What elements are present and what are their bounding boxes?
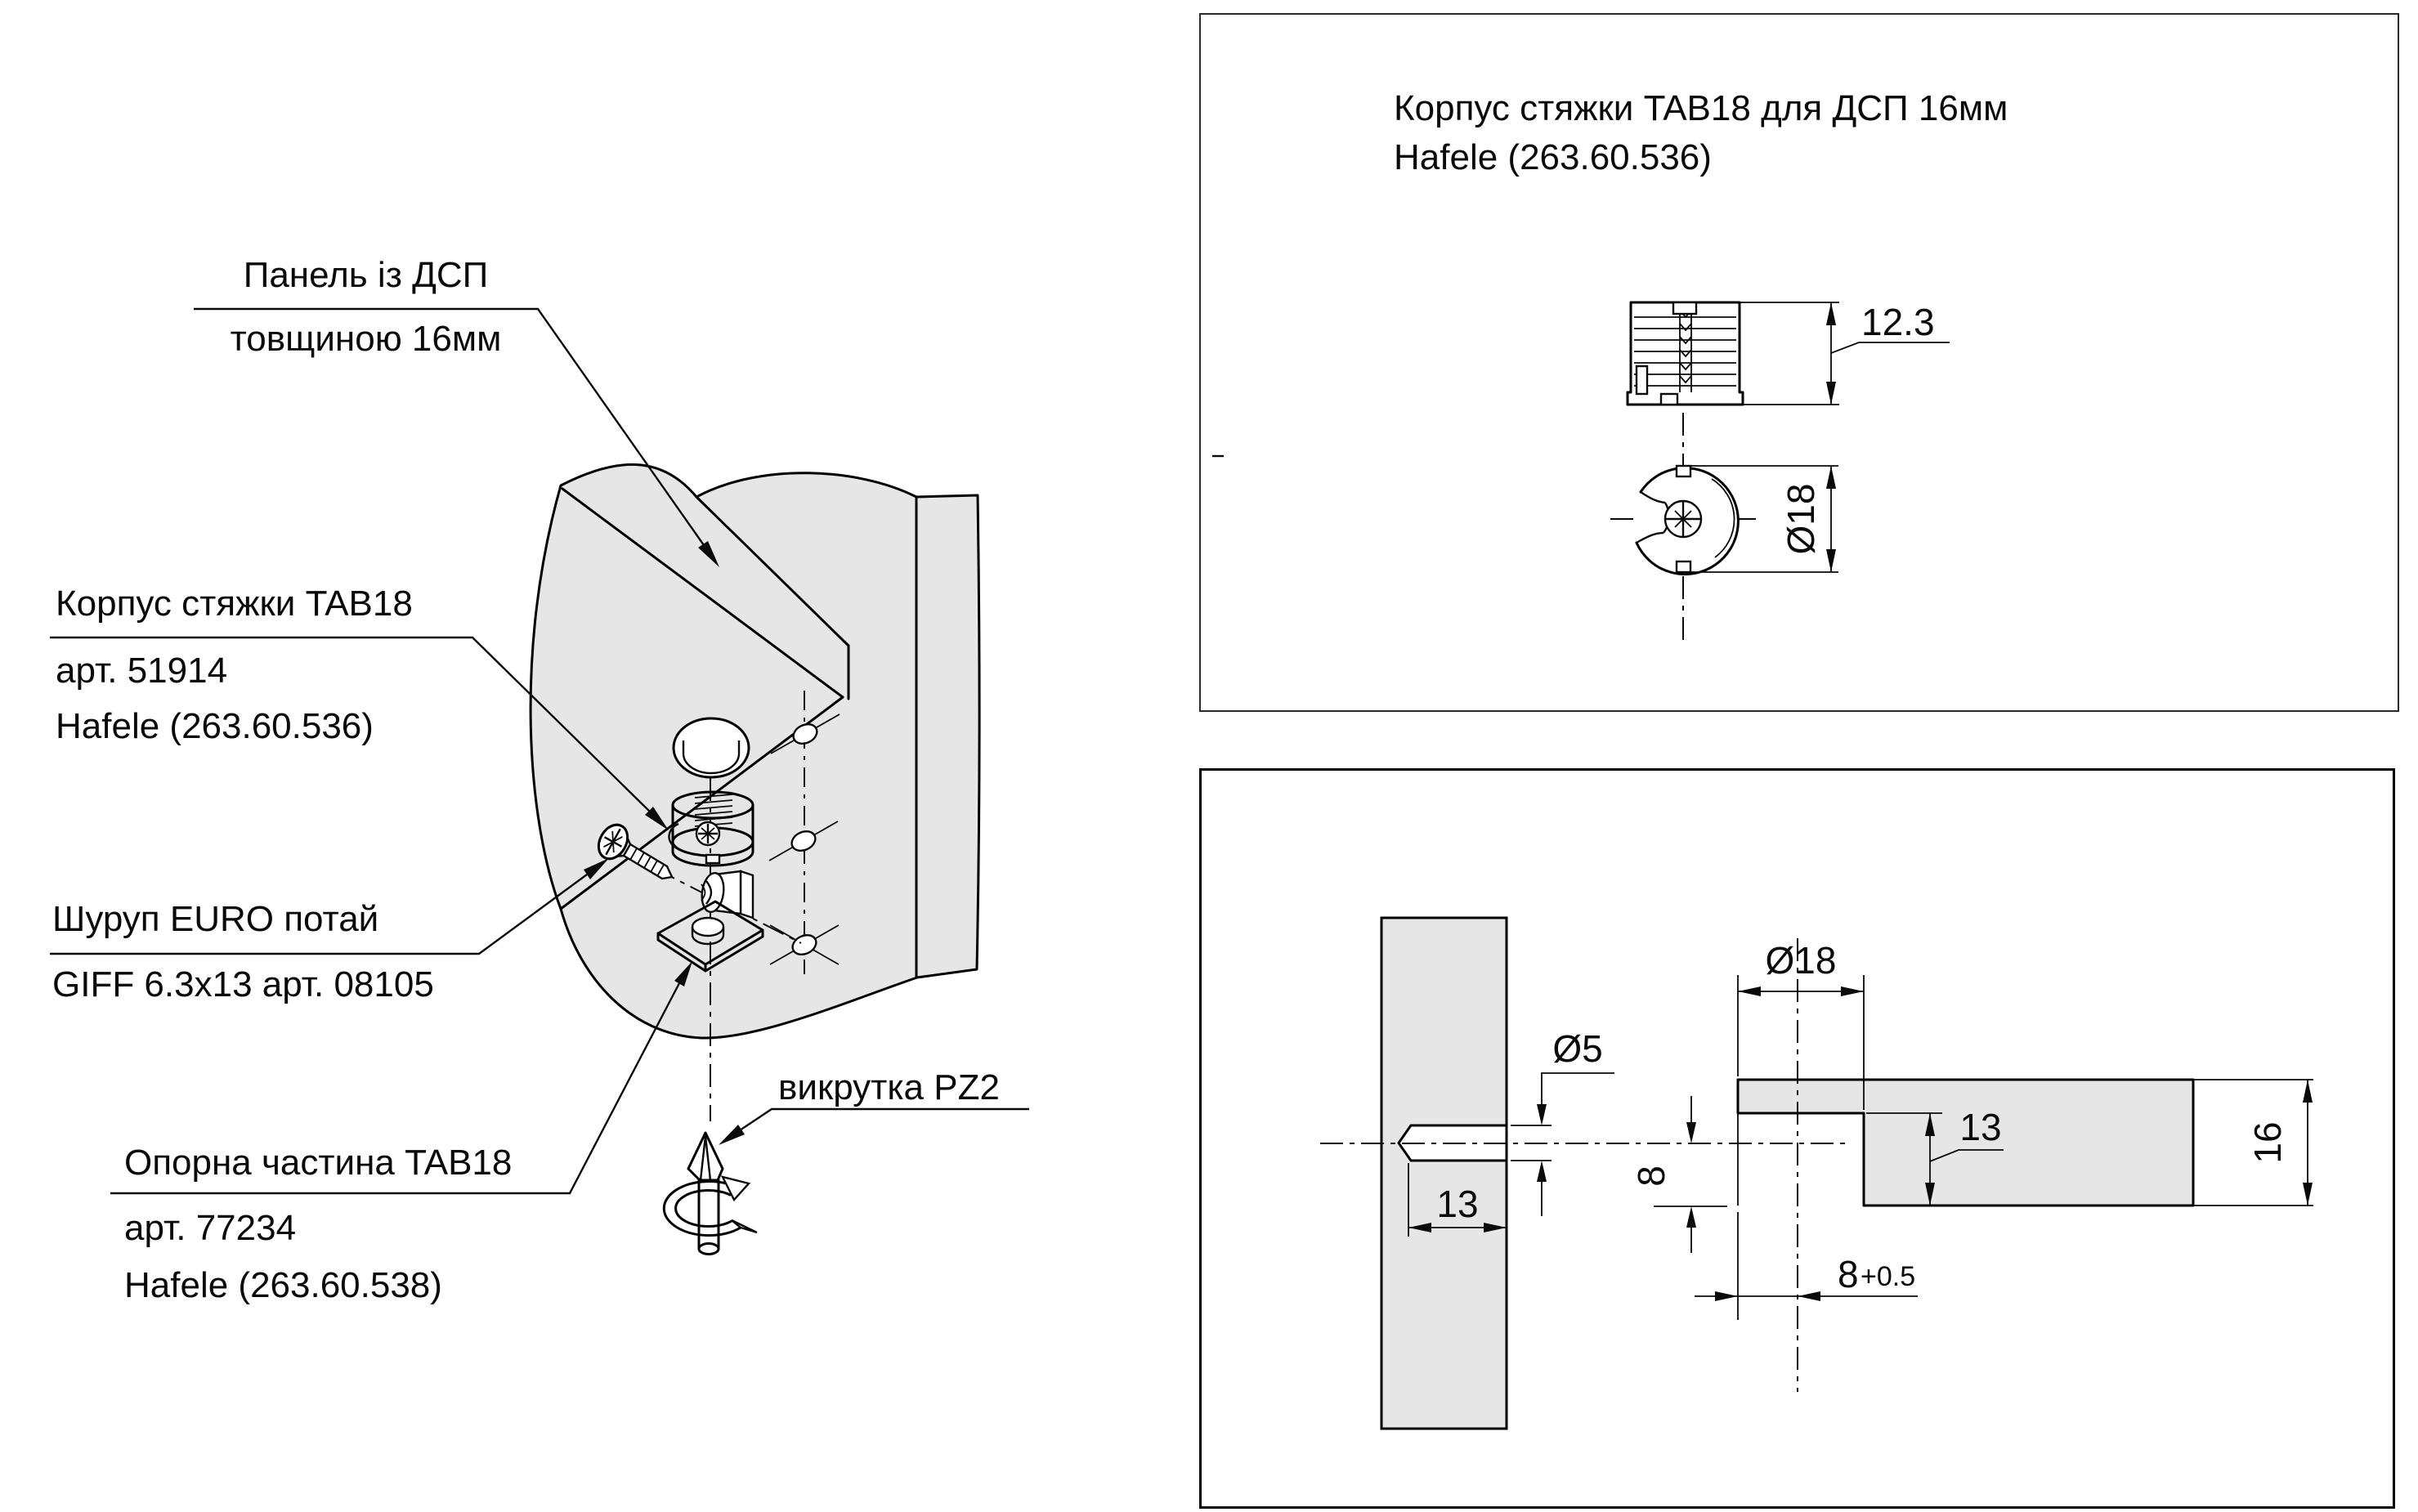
- chipboard-panel-silhouette: [529, 463, 981, 1040]
- screw-head: [597, 823, 629, 861]
- label-leader-lines: [50, 307, 1029, 1195]
- label-screwdriver: викрутка PZ2: [778, 1067, 1000, 1107]
- label-screw-line1: Шуруп EURO потай: [52, 899, 379, 939]
- vertical-panel-section: [1380, 916, 1508, 1430]
- dim-hole-diameter-text: Ø18: [1766, 939, 1837, 982]
- cam-body-detail-box: Корпус стяжки TAB18 для ДСП 16мм Hafele …: [1199, 13, 2399, 712]
- exploded-assembly-drawing: [50, 307, 1029, 1255]
- label-support-line2: арт. 77234: [124, 1208, 297, 1248]
- cam-top-view: [1610, 413, 1759, 642]
- dim-hole-diameter: Ø18: [1737, 939, 1865, 1110]
- euro-screw-part: [597, 823, 674, 880]
- top-box-title-line2: Hafele (263.60.536): [1394, 137, 1712, 177]
- support-plate-part: [656, 900, 764, 973]
- dim-axis-offset: 8: [1630, 1096, 1727, 1253]
- leader-arrowheads: [584, 541, 745, 1145]
- screwdriver-bit: [662, 1131, 758, 1255]
- dim-12-3: 12.3: [1740, 301, 1950, 405]
- dim-pilot-diameter-text: Ø5: [1552, 1027, 1602, 1070]
- dim-height-text: 12.3: [1861, 301, 1935, 343]
- label-panel-line2: товщиною 16мм: [230, 319, 502, 359]
- label-panel-line1: Панель із ДСП: [243, 255, 489, 295]
- label-cam-line3: Hafele (263.60.536): [56, 706, 374, 746]
- dim-panel-thickness-text: 16: [2246, 1121, 2289, 1163]
- label-screw-line2: GIFF 6.3x13 арт. 08105: [52, 964, 434, 1004]
- drilling-drawing: 13 Ø5: [1320, 916, 2313, 1430]
- cam-body-part: [668, 790, 755, 867]
- rotation-arrow: [662, 1175, 758, 1237]
- dim-pilot-depth: 13: [1408, 1163, 1507, 1237]
- pilot-holes: [768, 714, 840, 965]
- label-support-line1: Опорна частина TAB18: [124, 1143, 513, 1183]
- label-support-line3: Hafele (263.60.538): [124, 1265, 442, 1305]
- cam-hook: [668, 822, 679, 850]
- label-cam-line1: Корпус стяжки TAB18: [56, 584, 413, 624]
- dim-diameter-text: Ø18: [1780, 484, 1822, 555]
- top-box-title-line1: Корпус стяжки TAB18 для ДСП 16мм: [1394, 88, 2008, 128]
- dim-panel-thickness: 16: [2193, 1079, 2313, 1206]
- cam-detail-drawing: 12.3: [1212, 301, 1950, 642]
- drilling-dimensions-box: 13 Ø5: [1199, 768, 2395, 1509]
- label-cam-line2: арт. 51914: [56, 651, 228, 691]
- dim-diameter-18: Ø18: [1691, 465, 1838, 573]
- dim-edge-distance: 8 +0.5: [1695, 1212, 1918, 1320]
- dim-edge-distance-text: 8: [1838, 1253, 1859, 1295]
- dim-pilot-diameter: Ø5: [1511, 1027, 1614, 1216]
- dim-hole-depth-text: 13: [1959, 1106, 2001, 1148]
- support-stud-part: [701, 870, 755, 919]
- dim-edge-tolerance-text: +0.5: [1861, 1261, 1915, 1292]
- dim-axis-offset-text: 8: [1630, 1165, 1672, 1187]
- dim-hole-depth: 13: [1866, 1106, 2004, 1206]
- cam-side-view: [1626, 301, 1744, 406]
- dim-pilot-depth-text: 13: [1436, 1183, 1478, 1225]
- cam-hole: [672, 717, 750, 779]
